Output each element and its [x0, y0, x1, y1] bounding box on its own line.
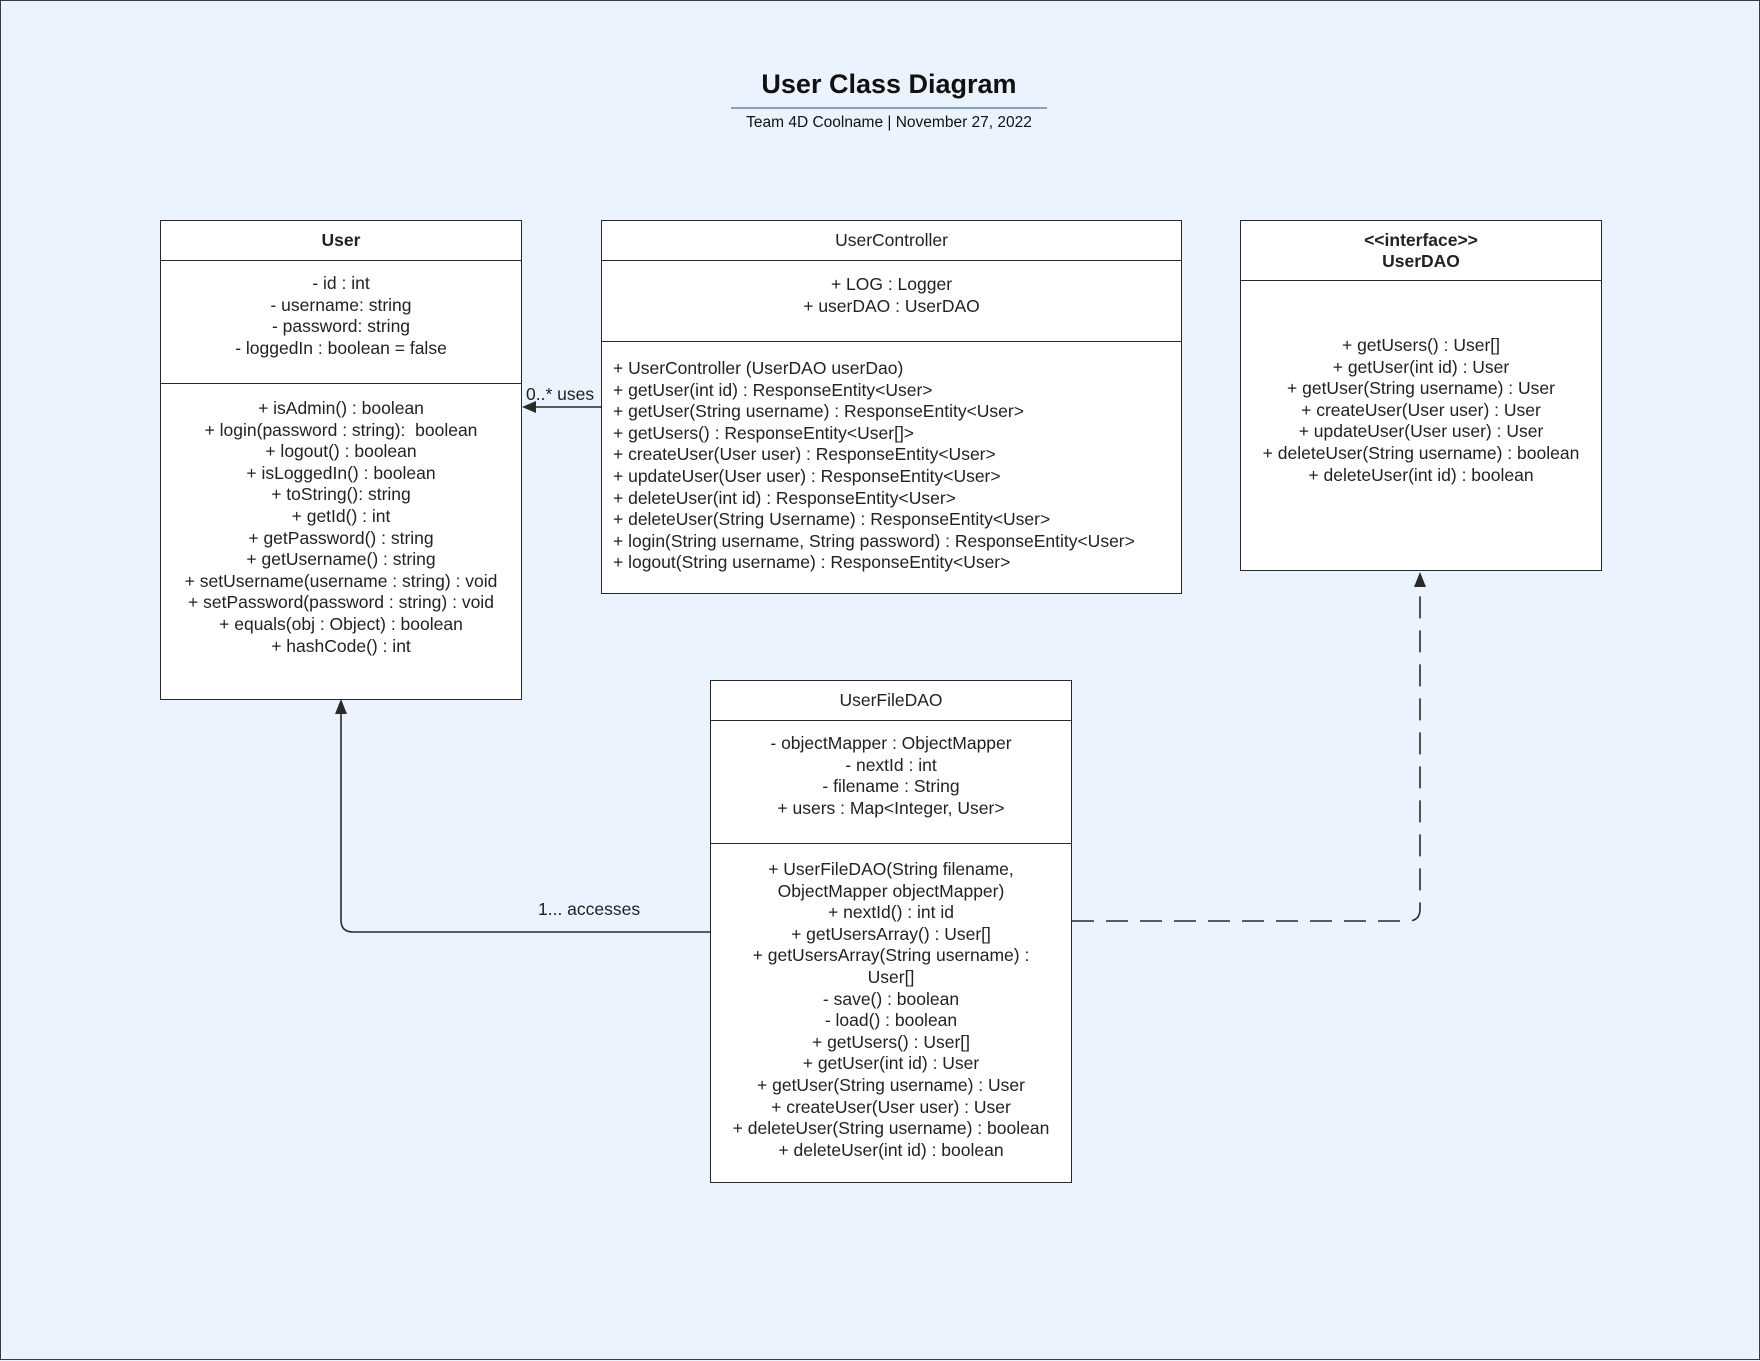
attribute: - username: string	[270, 294, 412, 315]
method: + login(String username, String password…	[613, 530, 1135, 551]
method: + deleteUser(int id) : ResponseEntity<Us…	[613, 487, 956, 508]
method: + UserFileDAO(String filename,	[768, 859, 1014, 879]
method: + setPassword(password : string) : void	[188, 592, 494, 613]
method: + deleteUser(int id) : boolean	[1308, 464, 1534, 485]
method: - load() : boolean	[824, 1010, 958, 1031]
method: + getUser(String username) : User	[1287, 378, 1555, 399]
method: + hashCode() : int	[271, 635, 411, 656]
attribute: - password: string	[271, 316, 411, 337]
attribute: + userDAO : UserDAO	[803, 295, 980, 316]
method: + getUsersArray(String username) :	[752, 945, 1030, 966]
attribute: - objectMapper : ObjectMapper	[770, 733, 1012, 753]
method: + isAdmin() : boolean	[258, 398, 424, 418]
interface-userdao-stereotype: <<interface>>	[1364, 229, 1478, 250]
method: + getUser(String username) : ResponseEnt…	[613, 401, 1024, 422]
accesses-connector	[340, 713, 711, 933]
class-usercontroller-methods: + UserController (UserDAO userDao) + get…	[602, 342, 1181, 574]
class-userfiledao-attributes: - objectMapper : ObjectMapper - nextId :…	[711, 721, 1071, 844]
attribute: - nextId : int	[845, 754, 937, 775]
method: + nextId() : int id	[828, 902, 954, 923]
method: + getUser(int id) : User	[1332, 356, 1510, 377]
attribute: + LOG : Logger	[830, 274, 953, 294]
method: + deleteUser(String username) : boolean	[1262, 442, 1580, 463]
method: + toString(): string	[271, 484, 411, 505]
attribute: - filename : String	[822, 776, 960, 797]
method: + getUsers() : User[]	[811, 1031, 971, 1052]
method: + createUser(User user) : User	[1301, 399, 1541, 420]
attribute: - id : int	[312, 273, 370, 293]
method: User[]	[867, 966, 915, 987]
method: + deleteUser(String Username) : Response…	[613, 509, 1051, 530]
class-usercontroller-attributes: + LOG : Logger + userDAO : UserDAO	[602, 261, 1181, 342]
method: + getUsers() : ResponseEntity<User[]>	[613, 422, 915, 443]
method: + createUser(User user) : ResponseEntity…	[613, 444, 996, 465]
class-user[interactable]: User - id : int - username: string - pas…	[160, 220, 522, 700]
method: + getUsersArray() : User[]	[791, 923, 991, 944]
class-userfiledao-name: UserFileDAO	[711, 681, 1071, 721]
class-usercontroller-name: UserController	[602, 221, 1181, 261]
method: - save() : boolean	[822, 988, 960, 1009]
method: + setUsername(username : string) : void	[184, 570, 498, 591]
attribute: + users : Map<Integer, User>	[777, 797, 1005, 818]
class-user-name: User	[161, 221, 521, 261]
realization-connector	[1072, 587, 1421, 922]
class-user-attributes: - id : int - username: string - password…	[161, 261, 521, 384]
title-underline	[731, 107, 1047, 109]
interface-userdao-name: UserDAO	[1382, 250, 1460, 271]
accesses-label: 1... accesses	[538, 899, 641, 919]
method: + UserController (UserDAO userDao)	[613, 358, 904, 378]
method: + getUsers() : User[]	[1341, 335, 1501, 355]
class-usercontroller[interactable]: UserController + LOG : Logger + userDAO …	[601, 220, 1182, 594]
interface-userdao[interactable]: <<interface>> UserDAO + getUsers() : Use…	[1240, 220, 1602, 571]
class-userfiledao-methods: + UserFileDAO(String filename, ObjectMap…	[711, 844, 1071, 1161]
interface-userdao-methods: + getUsers() : User[] + getUser(int id) …	[1241, 281, 1601, 486]
accesses-arrowhead	[335, 699, 347, 714]
method: + getUser(int id) : User	[802, 1053, 980, 1074]
method: + getUser(int id) : ResponseEntity<User>	[613, 379, 933, 400]
method: + deleteUser(int id) : boolean	[778, 1139, 1004, 1160]
realization-arrowhead	[1414, 572, 1426, 587]
method: ObjectMapper objectMapper)	[777, 880, 1005, 901]
interface-userdao-header: <<interface>> UserDAO	[1241, 221, 1601, 281]
method: + createUser(User user) : User	[771, 1096, 1011, 1117]
method: + updateUser(User user) : ResponseEntity…	[613, 465, 1001, 486]
method: + getPassword() : string	[248, 527, 434, 548]
method: + updateUser(User user) : User	[1298, 421, 1544, 442]
method: + getUsername() : string	[246, 549, 436, 570]
page-title: User Class Diagram	[761, 69, 1017, 99]
uses-label: 0..* uses	[526, 384, 595, 404]
attribute: - loggedIn : boolean = false	[235, 337, 447, 358]
page-subtitle: Team 4D Coolname | November 27, 2022	[746, 114, 1032, 131]
method: + login(password : string): boolean	[204, 419, 478, 440]
method: + isLoggedIn() : boolean	[246, 462, 436, 483]
method: + logout() : boolean	[265, 441, 417, 462]
class-user-methods: + isAdmin() : boolean + login(password :…	[161, 384, 521, 657]
method: + logout(String username) : ResponseEnti…	[613, 552, 1011, 573]
class-userfiledao[interactable]: UserFileDAO - objectMapper : ObjectMappe…	[710, 680, 1072, 1183]
method: + equals(obj : Object) : boolean	[219, 613, 463, 634]
method: + getId() : int	[291, 505, 391, 526]
method: + deleteUser(String username) : boolean	[732, 1118, 1050, 1139]
method: + getUser(String username) : User	[757, 1074, 1025, 1095]
